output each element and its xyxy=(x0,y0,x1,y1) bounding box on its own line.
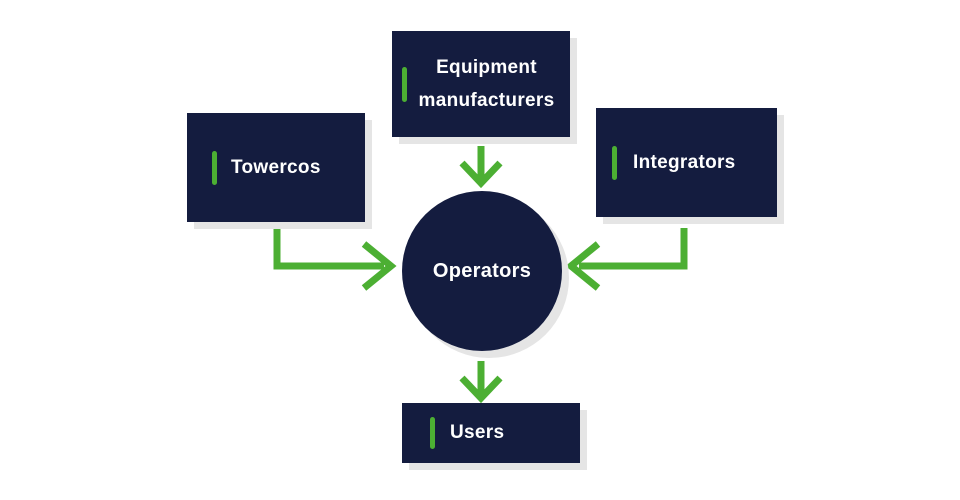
accent-bar xyxy=(212,150,217,185)
node-label: Integrators xyxy=(633,151,736,173)
node-label: Equipment manufacturers xyxy=(418,57,555,111)
node-users: Users xyxy=(402,403,580,463)
arrow-equipment-to-operators xyxy=(459,146,503,189)
arrow-integrators-to-operators xyxy=(565,228,688,291)
arrow-towercos-to-operators xyxy=(273,228,397,291)
node-towercos: Towercos xyxy=(187,113,365,222)
node-integrators: Integrators xyxy=(596,108,777,217)
accent-bar xyxy=(402,66,407,102)
node-equipment-manufacturers: Equipment manufacturers xyxy=(392,31,570,137)
node-operators: Operators xyxy=(402,191,562,351)
accent-bar xyxy=(430,417,435,449)
node-label: Towercos xyxy=(231,156,321,178)
node-label: Users xyxy=(450,422,505,443)
node-label: Operators xyxy=(432,259,532,282)
arrow-operators-to-users xyxy=(459,361,503,404)
accent-bar xyxy=(612,145,617,180)
